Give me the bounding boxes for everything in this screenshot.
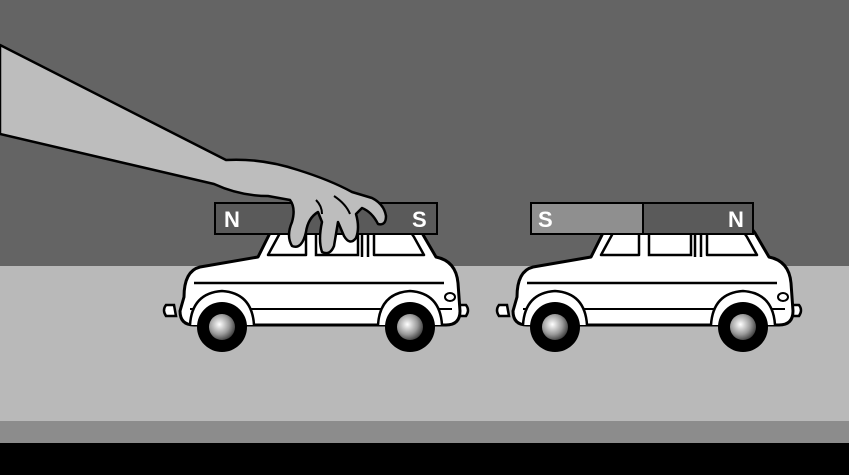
left-magnet-south-label: S [412, 207, 427, 232]
right-magnet-south-label: S [538, 207, 553, 232]
right-magnet: S N [531, 203, 753, 234]
left-magnet-north-label: N [224, 207, 240, 232]
right-magnet-north-label: N [728, 207, 744, 232]
bottom-band [0, 443, 849, 475]
floor-edge [0, 421, 849, 443]
